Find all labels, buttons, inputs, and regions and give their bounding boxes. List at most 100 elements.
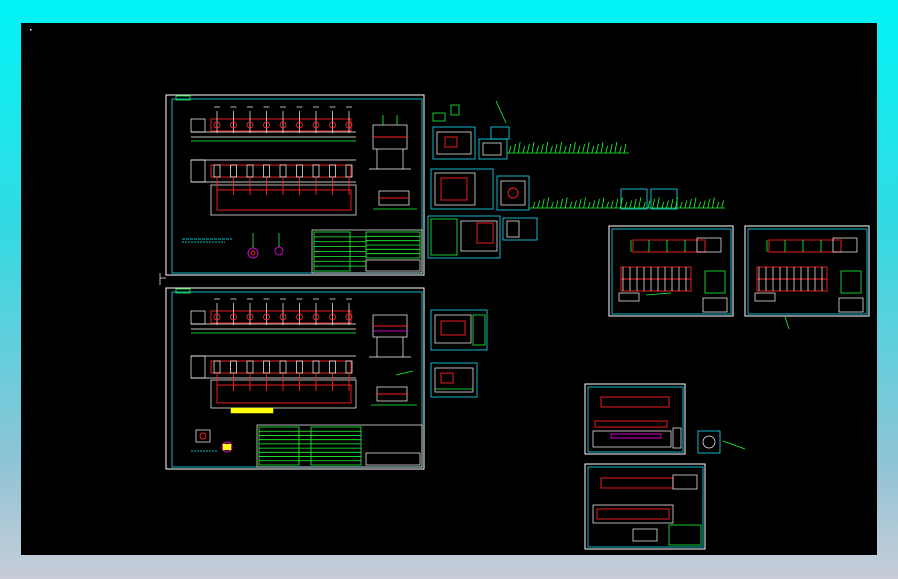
- roll-stand-roller: [296, 121, 303, 129]
- annotation-tick: [610, 200, 614, 209]
- annotation-tick: [721, 200, 724, 209]
- roll-former-plan-lower: [190, 355, 357, 414]
- annotation-strip-a: [508, 141, 724, 209]
- main-assembly-lower-sheet[interactable]: [165, 287, 425, 470]
- annotation-tick: [661, 201, 665, 209]
- roll-stand-roller: [312, 121, 320, 129]
- annotation-tick: [555, 200, 559, 209]
- annotation-tick: [609, 143, 613, 154]
- roll-stand-roller: [263, 121, 270, 129]
- annotation-tick: [592, 200, 596, 209]
- frame-drawing-bottom-2[interactable]: [584, 463, 706, 550]
- annotation-tick: [568, 143, 572, 154]
- plan-roller: [279, 360, 287, 374]
- plan-roller: [329, 360, 336, 374]
- side-view-upper: [369, 115, 417, 210]
- roll-stand-roller: [263, 313, 270, 321]
- annotation-tick: [601, 197, 605, 209]
- frame-drawing-right-2[interactable]: [744, 225, 870, 330]
- side-view-lower: [369, 314, 417, 406]
- annotation-tick: [605, 145, 608, 154]
- annotation-tick: [596, 143, 599, 154]
- annotation-tick: [536, 145, 539, 154]
- annotation-tick: [522, 145, 526, 154]
- annotation-tick: [583, 197, 586, 209]
- frame-drawing-right-2-members: [758, 240, 823, 291]
- annotation-tick: [624, 201, 628, 209]
- frame-drawing-bottom-1[interactable]: [584, 383, 746, 455]
- annotation-tick: [693, 197, 697, 209]
- annotation-tick: [647, 200, 651, 209]
- roll-former-elevation-lower: [190, 310, 356, 334]
- annotation-tick: [633, 198, 637, 209]
- detail-group-a[interactable]: [427, 100, 725, 259]
- roll-stand-roller: [279, 121, 287, 129]
- title-block-lower: [256, 424, 423, 468]
- roll-stand-roller: [230, 313, 237, 321]
- annotation-tick: [563, 145, 567, 154]
- roll-stand-roller: [345, 313, 353, 321]
- annotation-tick: [597, 198, 600, 209]
- annotation-tick: [513, 143, 516, 154]
- annotation-tick: [508, 145, 512, 154]
- annotation-tick: [629, 200, 632, 209]
- plan-roller: [213, 360, 221, 374]
- annotation-tick: [707, 198, 711, 209]
- origin-marker: [30, 29, 32, 31]
- annotation-tick: [564, 197, 568, 209]
- plan-view-marks-upper: [213, 164, 353, 195]
- roll-stand-roller: [246, 121, 254, 129]
- cad-drawing-svg[interactable]: [21, 23, 877, 555]
- annotation-tick: [573, 141, 576, 154]
- annotation-tick: [577, 145, 581, 154]
- annotation-tick: [600, 141, 604, 154]
- roll-stands-lower: [213, 298, 353, 325]
- annotation-tick: [615, 198, 619, 209]
- annotation-tick: [551, 201, 554, 209]
- annotation-tick: [574, 200, 577, 209]
- cad-drawing-canvas[interactable]: [21, 23, 877, 555]
- roll-stand-roller: [312, 313, 320, 321]
- roll-stand-roller: [345, 121, 353, 129]
- annotation-tick: [716, 201, 720, 209]
- plan-roller: [246, 360, 254, 374]
- roll-stand-roller: [230, 121, 237, 129]
- notes-lower: [191, 429, 233, 453]
- detail-group-b[interactable]: [430, 309, 488, 398]
- annotation-tick: [606, 201, 609, 209]
- annotation-tick: [587, 201, 591, 209]
- plan-roller: [329, 164, 336, 178]
- annotation-tick: [559, 141, 562, 154]
- annotation-tick: [531, 141, 535, 154]
- annotation-tick: [554, 143, 558, 154]
- annotation-tick: [537, 200, 540, 209]
- plan-roller: [296, 360, 303, 374]
- roll-stand-roller: [213, 121, 221, 129]
- plan-roller: [279, 164, 287, 178]
- annotation-tick: [569, 201, 573, 209]
- annotation-tick: [684, 200, 688, 209]
- plan-roller: [263, 164, 270, 178]
- bill-of-materials-lower: [259, 430, 361, 462]
- annotation-tick: [623, 143, 627, 154]
- frame-drawing-right-1[interactable]: [608, 225, 734, 317]
- main-assembly-upper-sheet[interactable]: [165, 94, 425, 276]
- annotation-tick: [517, 141, 521, 154]
- annotation-tick: [702, 200, 706, 209]
- plan-roller: [230, 164, 237, 178]
- annotation-tick: [591, 145, 595, 154]
- annotation-tick: [546, 197, 550, 209]
- annotation-tick: [532, 201, 536, 209]
- plan-roller: [312, 164, 320, 178]
- plan-roller: [213, 164, 221, 178]
- annotation-tick: [582, 143, 585, 154]
- annotation-tick: [550, 145, 553, 154]
- plan-view-marks-lower: [213, 360, 353, 391]
- annotation-tick: [614, 141, 618, 154]
- plan-roller: [263, 360, 270, 374]
- plan-roller: [296, 164, 303, 178]
- plan-roller: [230, 360, 237, 374]
- roll-stand-roller: [279, 313, 287, 321]
- annotation-tick: [545, 141, 549, 154]
- annotation-tick: [666, 200, 669, 209]
